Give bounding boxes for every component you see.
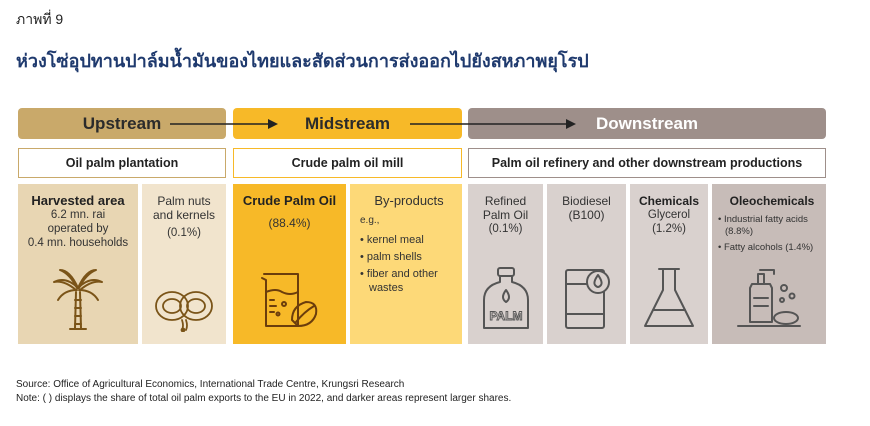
harvested-l2: operated by [47, 223, 109, 235]
byproducts-title: By-products [374, 193, 444, 208]
soap-pump-icon [737, 269, 801, 327]
note-line: Note: ( ) displays the share of total oi… [16, 393, 512, 404]
box-chemicals: Chemicals Glycerol (1.2%) [630, 184, 708, 344]
sub-upstream: Oil palm plantation [18, 148, 226, 178]
list-item: • palm shells [360, 251, 422, 263]
list-item: • kernel meal [360, 234, 424, 246]
palm-oil-bottle-icon: PALM [482, 267, 529, 329]
biodiesel-title: Biodiesel [562, 194, 611, 208]
sub-upstream-label: Oil palm plantation [65, 156, 179, 170]
box-crude-palm-oil: Crude Palm Oil (88.4%) [233, 184, 346, 344]
figure-title: ห่วงโซ่อุปทานปาล์มน้ำมันของไทยและสัดส่วน… [16, 51, 589, 71]
palm-nut-icon [155, 291, 213, 332]
flask-icon [644, 268, 694, 327]
box-oleochemicals: Oleochemicals • Industrial fatty acids (… [712, 184, 826, 344]
arrow-mid-to-down-icon [410, 119, 576, 129]
source-note: Source: Office of Agricultural Economics… [16, 378, 511, 406]
list-item: • Industrial fatty acids [718, 214, 808, 225]
stage-downstream-label: Downstream [595, 113, 699, 133]
sub-downstream-label: Palm oil refinery and other downstream p… [491, 156, 803, 170]
chemicals-share: (1.2%) [652, 223, 686, 235]
nuts-share: (0.1%) [167, 227, 201, 239]
bottle-label: PALM [489, 309, 522, 323]
box-palm-nuts: Palm nuts and kernels (0.1%) [142, 184, 226, 344]
oleo-list: • Industrial fatty acids (8.8%) • Fatty … [718, 214, 826, 254]
sub-midstream-label: Crude palm oil mill [291, 156, 404, 170]
refined-share: (0.1%) [488, 223, 523, 235]
harvested-l1: 6.2 mn. rai [50, 209, 106, 221]
box-biodiesel: Biodiesel (B100) [547, 184, 626, 344]
harvested-l3: 0.4 mn. households [27, 237, 129, 249]
refined-title: Refined [484, 194, 527, 208]
box-refined-palm-oil: Refined Palm Oil (0.1%) PALM [468, 184, 543, 344]
nuts-title2: and kernels [152, 208, 216, 222]
stage-midstream-label: Midstream [304, 113, 391, 133]
chemicals-sub: Glycerol [647, 209, 691, 221]
palm-tree-icon [53, 269, 103, 330]
chemicals-title: Chemicals [638, 194, 700, 208]
list-item: • Fatty alcohols (1.4%) [718, 242, 814, 253]
source-line: Source: Office of Agricultural Economics… [16, 379, 405, 390]
sub-midstream: Crude palm oil mill [233, 148, 462, 178]
cpo-title: Crude Palm Oil [242, 193, 337, 208]
nuts-title: Palm nuts [157, 194, 211, 208]
fuel-barrel-icon [564, 269, 610, 329]
arrow-up-to-mid-icon [170, 119, 278, 129]
byproducts-eg: e.g., [360, 215, 380, 226]
biodiesel-title2: (B100) [568, 208, 605, 222]
harvested-title: Harvested area [31, 193, 125, 208]
byproducts-list: • kernel meal • palm shells • fiber and … [356, 233, 462, 295]
box-harvested-area: Harvested area 6.2 mn. rai operated by 0… [18, 184, 138, 344]
oil-beaker-icon [260, 273, 317, 327]
oleo-title: Oleochemicals [729, 194, 815, 208]
cpo-share: (88.4%) [268, 216, 311, 230]
refined-title2: Palm Oil [482, 208, 529, 222]
figure-label: ภาพที่ 9 [16, 11, 64, 27]
box-by-products: By-products e.g., • kernel meal • palm s… [350, 184, 462, 344]
list-item: wastes [369, 282, 404, 294]
stage-upstream-label: Upstream [82, 113, 162, 133]
list-item: • fiber and other [360, 268, 438, 280]
list-item: (8.8%) [725, 226, 753, 237]
sub-downstream: Palm oil refinery and other downstream p… [468, 148, 826, 178]
